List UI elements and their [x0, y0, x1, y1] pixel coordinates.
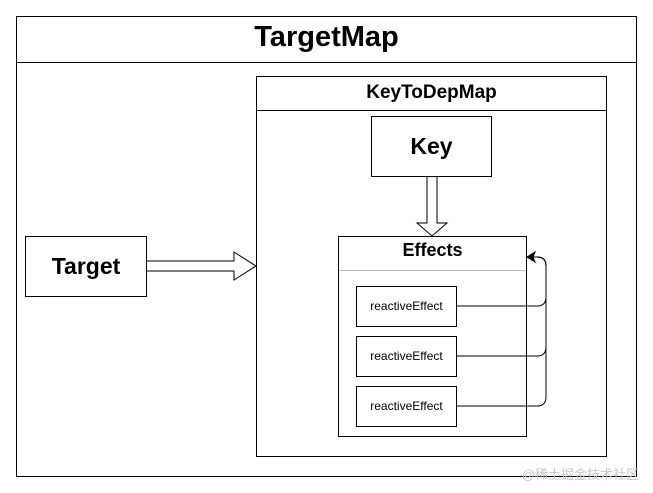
key-to-dep-map-header: KeyToDepMap — [256, 76, 607, 111]
target-label: Target — [51, 253, 121, 279]
reactive-effect-node: reactiveEffect — [356, 386, 457, 427]
key-label: Key — [410, 133, 453, 159]
watermark: @稀土掘金技术社区 — [521, 467, 639, 482]
effects-arrowhead — [526, 250, 537, 264]
key-to-effects-arrow — [415, 177, 449, 237]
key-to-dep-map-title: KeyToDepMap — [366, 82, 497, 103]
target-node: Target — [25, 236, 147, 297]
effects-divider — [339, 270, 526, 271]
reactive-effect-node: reactiveEffect — [356, 286, 457, 327]
effect-link-3 — [457, 256, 547, 407]
target-map-header: TargetMap — [16, 16, 637, 63]
effect-link-1 — [457, 256, 547, 307]
target-map-title: TargetMap — [254, 21, 399, 53]
reactive-effect-node: reactiveEffect — [356, 336, 457, 377]
key-node: Key — [371, 116, 492, 177]
target-to-map-arrow — [147, 251, 257, 281]
effects-label: Effects — [402, 240, 463, 260]
